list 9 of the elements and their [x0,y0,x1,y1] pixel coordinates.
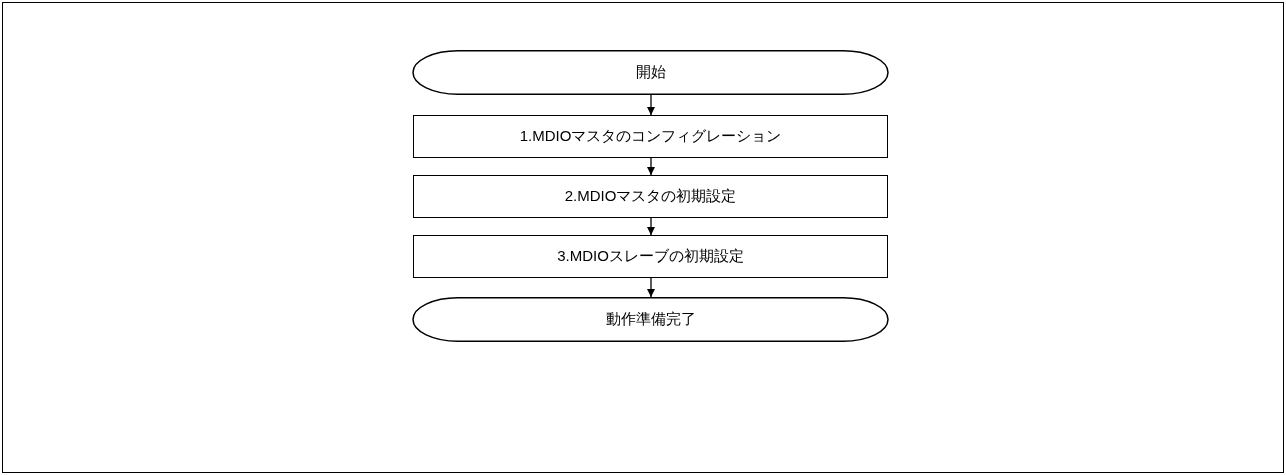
arrow [647,94,655,116]
process-box: 2.MDIOマスタの初期設定 [413,175,888,218]
arrow [647,217,655,236]
process-box: 3.MDIOスレーブの初期設定 [413,235,888,278]
terminal-shape: 開始 [413,50,888,95]
process-box: 1.MDIOマスタのコンフィグレーション [413,115,888,158]
arrow [647,157,655,176]
terminal-shape: 動作準備完了 [413,297,888,342]
arrow [647,277,655,298]
